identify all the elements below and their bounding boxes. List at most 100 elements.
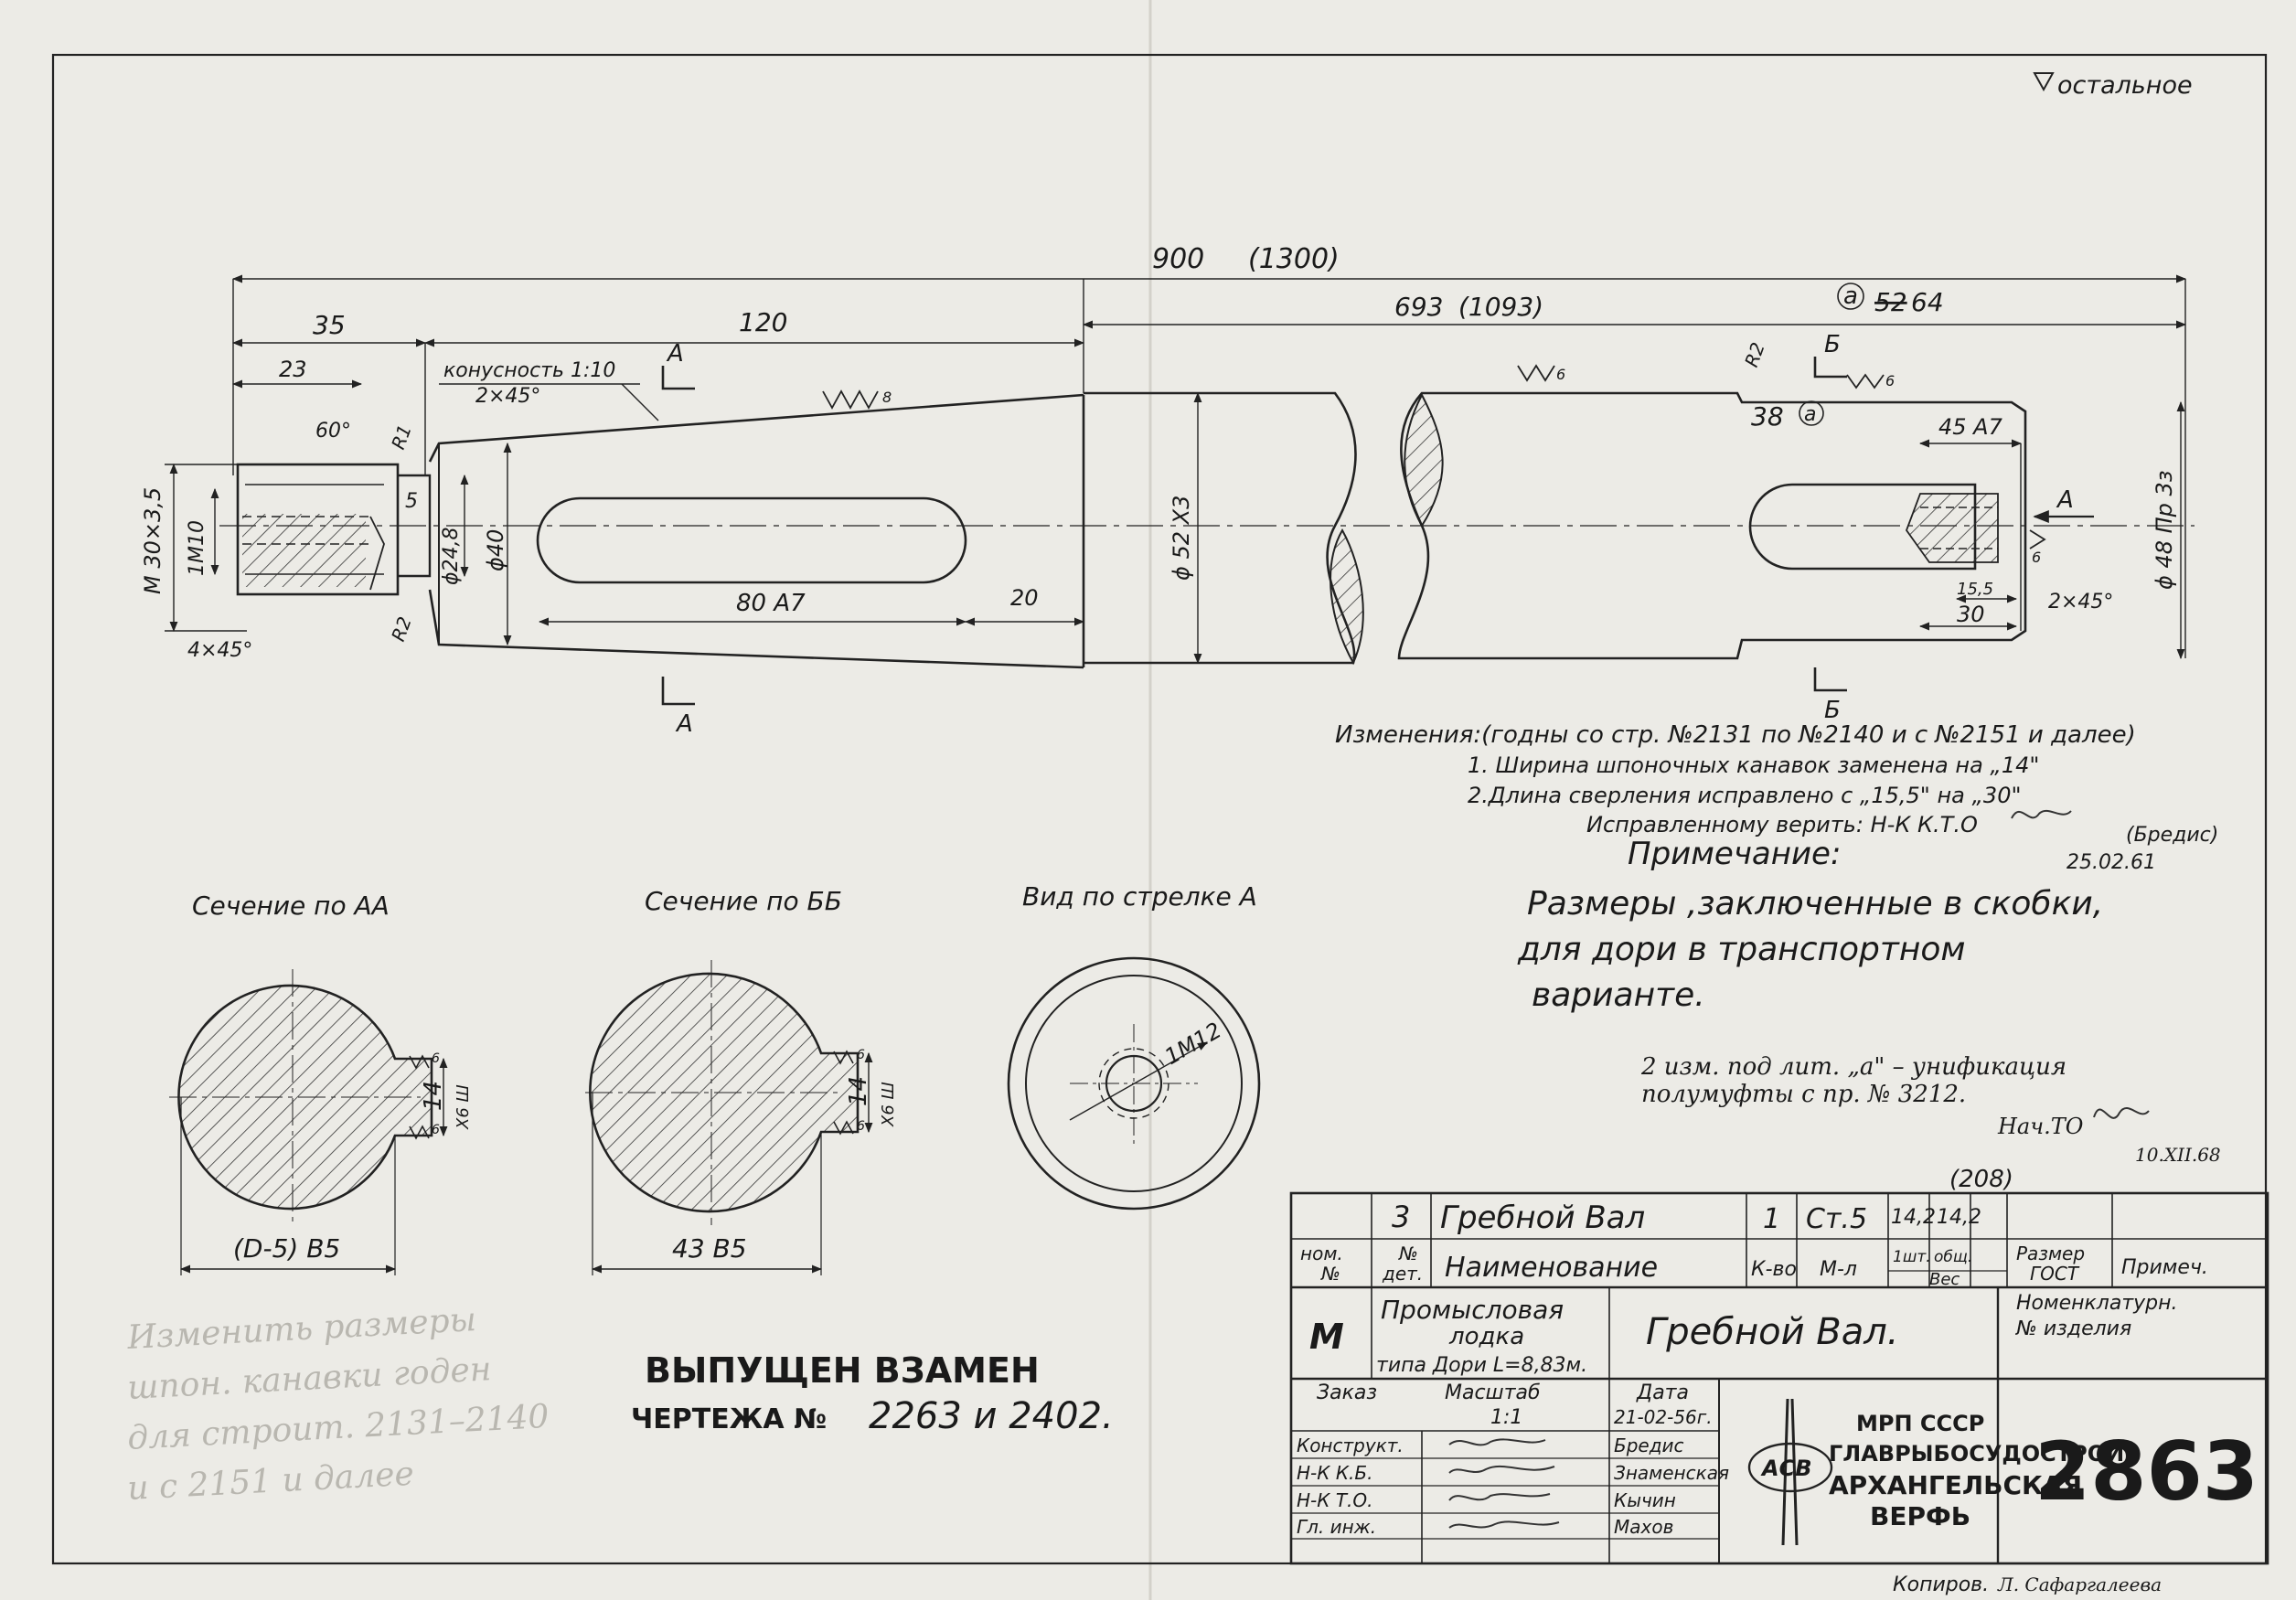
order-label: Заказ [1317, 1381, 1377, 1404]
copyist: Копиров. Л. Сафаргалеева [1893, 1573, 2162, 1596]
handwritten-note: 2 изм. под лит. „а" – унификация полумуф… [1640, 1053, 2221, 1166]
letter: М [1309, 1317, 1344, 1357]
stamp-line1: ВЫПУЩЕН ВЗАМЕН [645, 1350, 1040, 1391]
h-w2: общ. [1934, 1248, 1972, 1266]
section-b-top: Б [1824, 331, 1841, 358]
name-1: Бредис [1614, 1435, 1684, 1456]
note-block: Примечание: Размеры ,заключенные в скобк… [1517, 836, 2103, 1014]
h-det: № [1398, 1243, 1418, 1264]
product-2: лодка [1448, 1323, 1524, 1350]
h-qty: К-во [1751, 1258, 1797, 1281]
shaft-drawing [219, 391, 2195, 669]
drawing-number: 2863 [2034, 1424, 2259, 1519]
h-w1: 1шт. [1893, 1248, 1931, 1266]
item-weight-2: 14,2 [1937, 1206, 1981, 1229]
date-label: Дата [1636, 1381, 1689, 1404]
section-aa: Сечение по АА 6 6 14 Х6 Ш (D-5) В5 [169, 891, 473, 1275]
section-aa-key-tol: Х6 Ш [454, 1084, 473, 1130]
changes-title: Изменения:(годны со стр. №2131 по №2140 … [1335, 721, 2136, 749]
section-bb-dim: 43 В5 [672, 1233, 747, 1264]
section-aa-title: Сечение по АА [192, 891, 390, 921]
thread-m30: M 30×3,5 [140, 487, 166, 594]
dia-40: ϕ40 [483, 529, 508, 571]
note-title: Примечание: [1628, 836, 1841, 872]
section-aa-dim: (D-5) В5 [233, 1233, 340, 1264]
org-2: ГЛАВРЫБОСУДОСТРОЙ [1829, 1440, 2124, 1467]
dia-24-8: ϕ24,8 [440, 528, 463, 586]
changes-line3: Исправленному верить: Н-К К.Т.О [1586, 812, 1978, 837]
drawing-title: Гребной Вал. [1646, 1311, 1899, 1353]
stamp-line2-nums: 2263 и 2402. [869, 1395, 1114, 1437]
note-line3: варианте. [1532, 976, 1705, 1014]
thread-m10: 1M10 [186, 520, 208, 576]
section-a-bottom: А [675, 710, 693, 738]
dia-48: ϕ 48 Пр 3з [2152, 470, 2177, 590]
slot-80: 80 А7 [736, 590, 806, 617]
scale-value: 1:1 [1490, 1406, 1522, 1429]
h-note: Примеч. [2121, 1256, 2208, 1279]
angle-60: 60° [315, 420, 351, 443]
item-qty: 1 [1763, 1203, 1780, 1235]
item-pos: 3 [1392, 1200, 1410, 1234]
rough-6b: 6 [1885, 372, 1895, 389]
changes-block: Изменения:(годны со стр. №2131 по №2140 … [1335, 721, 2218, 874]
issue-stamp: ВЫПУЩЕН ВЗАМЕН ЧЕРТЕЖА № 2263 и 2402. [631, 1350, 1114, 1437]
changes-signer: (Бредис) [2126, 824, 2218, 847]
section-aa-r6b: 6 [432, 1123, 440, 1137]
handnote-date: 10.XII.68 [2135, 1144, 2221, 1166]
dim-45a7: 45 А7 [1938, 414, 2003, 440]
changes-line1: 1. Ширина шпоночных канавок заменена на … [1468, 752, 2039, 778]
h-name: Наименование [1445, 1252, 1658, 1284]
h-nom2: № [1320, 1263, 1340, 1285]
org-3: АРХАНГЕЛЬСКАЯ [1829, 1470, 2082, 1500]
role-4: Гл. инж. [1297, 1516, 1376, 1538]
circle-mark-a-2: а [1804, 403, 1816, 426]
org-4: ВЕРФЬ [1870, 1501, 1970, 1531]
stamp-line2-label: ЧЕРТЕЖА № [631, 1403, 827, 1435]
handnote-line2: полумуфты с пр. № 3212. [1641, 1081, 1966, 1108]
rough-6c: 6 [2032, 549, 2041, 566]
item-name: Гребной Вал [1440, 1200, 1645, 1236]
name-2: Знаменская [1614, 1462, 1729, 1484]
name-4: Махов [1614, 1516, 1673, 1538]
copy-name: Л. Сафаргалеева [1997, 1573, 2162, 1595]
dim-120: 120 [739, 307, 787, 337]
dim-38: 38 [1751, 401, 1784, 432]
h-mat: М-л [1820, 1258, 1857, 1281]
h-nom: ном. [1300, 1243, 1343, 1264]
chamfer-label: 2×45° [475, 385, 540, 408]
roughness-text: остальное [2057, 71, 2193, 100]
dim-52-old: 52 [1874, 287, 1907, 317]
dimension-lines [165, 274, 2187, 706]
taper-label: конусность 1:10 [443, 359, 615, 382]
item-material: Ст.5 [1806, 1203, 1867, 1235]
section-aa-r6a: 6 [432, 1051, 440, 1066]
dim-23: 23 [279, 357, 307, 382]
logo-text: АСВ [1760, 1456, 1811, 1481]
extra-number: (208) [1949, 1166, 2013, 1193]
dim-693: 693 [1394, 292, 1443, 322]
org-1: МРП СССР [1856, 1411, 1984, 1436]
copy-label: Копиров. [1893, 1573, 1989, 1596]
product-3: типа Дори L=8,83м. [1376, 1354, 1587, 1377]
dim-5: 5 [405, 490, 418, 513]
name-3: Кычин [1614, 1489, 1676, 1511]
dim-35: 35 [313, 310, 346, 340]
date-value: 21-02-56г. [1614, 1406, 1713, 1428]
dim-20: 20 [1010, 585, 1039, 611]
note-line1: Размеры ,заключенные в скобки, [1527, 885, 2103, 923]
general-roughness: остальное [2033, 71, 2193, 100]
h-weight: Вес [1929, 1270, 1960, 1289]
dim-1300: (1300) [1248, 243, 1340, 275]
shaft-labels: 900 (1300) 35 23 120 693 (1093) а 52 64 … [140, 243, 2177, 738]
handnote-line1: 2 изм. под лит. „а" – унификация [1640, 1053, 2066, 1081]
role-3: Н-К Т.О. [1297, 1489, 1373, 1511]
h-size: Размер [2016, 1243, 2085, 1264]
nomen-2: № изделия [2015, 1317, 2131, 1340]
circle-mark-a: а [1843, 283, 1858, 310]
changes-line2: 2.Длина сверления исправлено с „15,5" на… [1468, 783, 2022, 808]
drawing-frame [51, 53, 2268, 1565]
nomen-1: Номенклатурн. [2016, 1292, 2178, 1315]
section-bb-key-tol: Х6 Ш [879, 1082, 898, 1127]
